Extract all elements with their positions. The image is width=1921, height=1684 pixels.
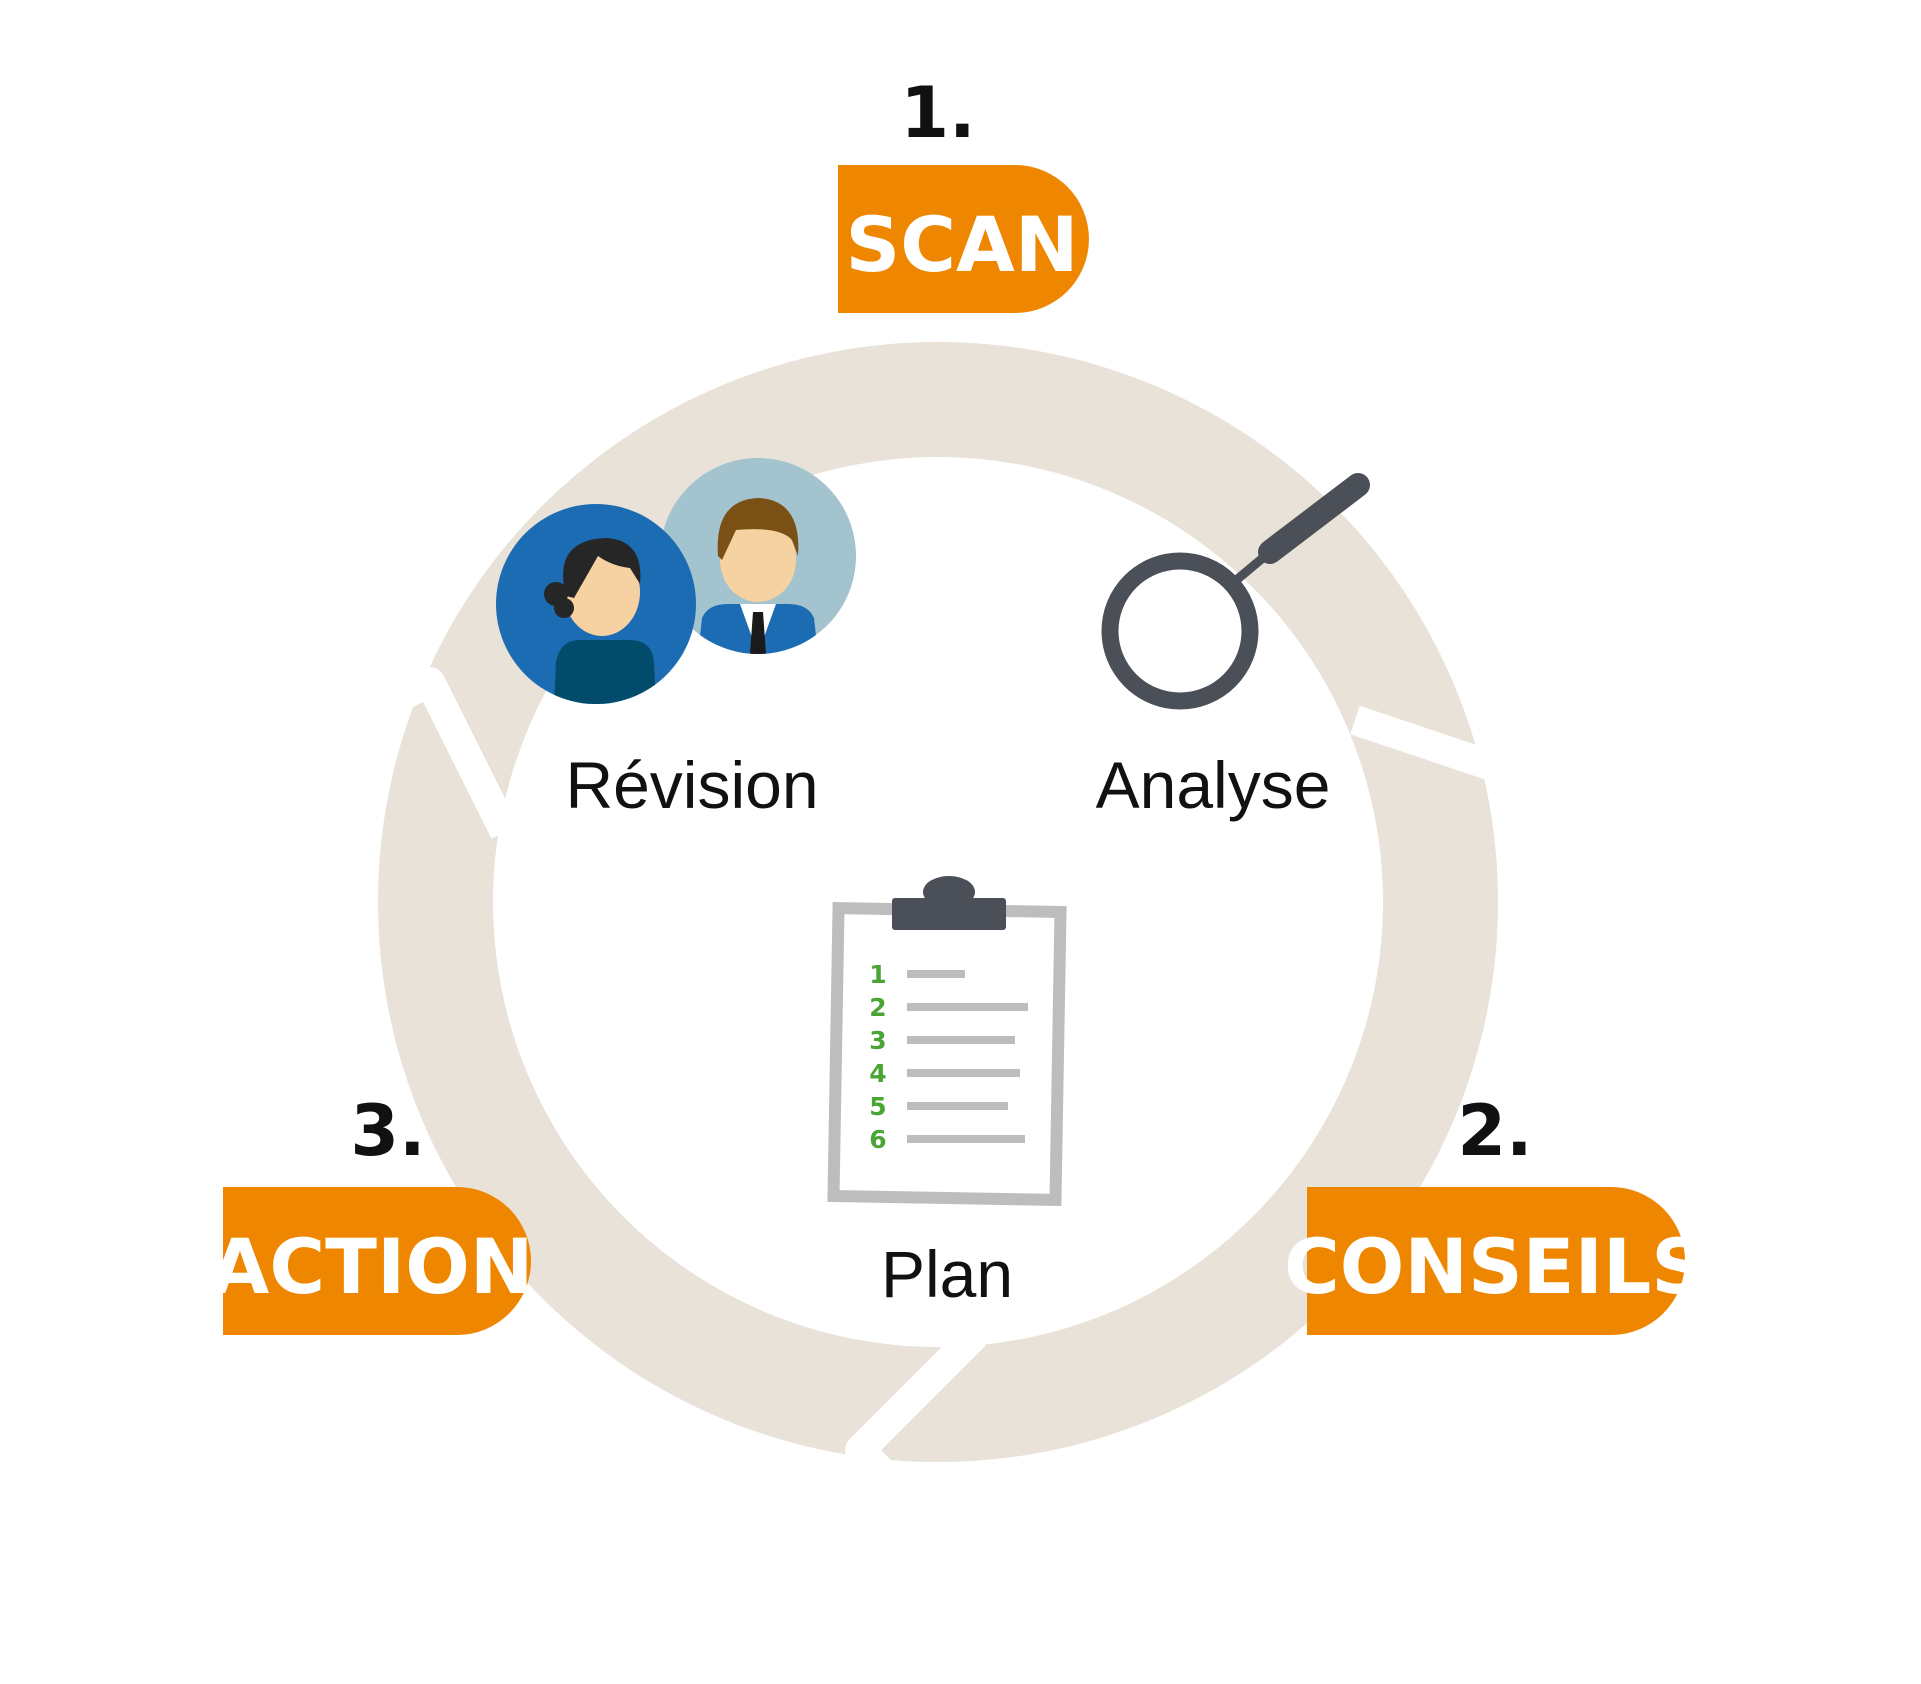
tag-conseils bbox=[1307, 1187, 1685, 1335]
caption-review: Révision bbox=[565, 748, 818, 822]
step-action: 3. ACTION bbox=[211, 1090, 534, 1335]
list-number-5: 5 bbox=[869, 1092, 886, 1121]
ring-separator-right bbox=[1350, 625, 1560, 783]
ring-separator-bottom bbox=[845, 1324, 986, 1579]
list-number-6: 6 bbox=[869, 1125, 886, 1154]
clipboard-list: 1 2 3 4 5 6 bbox=[869, 960, 1028, 1154]
list-number-1: 1 bbox=[869, 960, 886, 989]
tag-scan-label: SCAN bbox=[846, 200, 1079, 289]
man-avatar-icon bbox=[660, 458, 856, 654]
tag-conseils-label: CONSEILS bbox=[1284, 1222, 1706, 1311]
clipboard-checklist-icon: 1 2 3 4 5 6 bbox=[827, 876, 1067, 1207]
tag-action-label: ACTION bbox=[211, 1222, 534, 1311]
tag-scan bbox=[838, 165, 1089, 313]
step-number-3: 3. bbox=[350, 1090, 425, 1172]
step-scan: 1. SCAN bbox=[838, 72, 1089, 313]
step-number-2: 2. bbox=[1457, 1090, 1532, 1172]
step-number-1: 1. bbox=[900, 72, 975, 154]
list-number-4: 4 bbox=[869, 1059, 886, 1088]
list-number-2: 2 bbox=[869, 993, 886, 1022]
ring-separator-left bbox=[273, 667, 519, 839]
tag-action bbox=[223, 1187, 531, 1335]
caption-analysis: Analyse bbox=[1096, 748, 1331, 822]
step-conseils: 2. CONSEILS bbox=[1284, 1090, 1706, 1335]
list-number-3: 3 bbox=[869, 1026, 886, 1055]
caption-plan: Plan bbox=[881, 1237, 1013, 1311]
woman-avatar-icon bbox=[496, 504, 696, 704]
magnifying-glass-icon bbox=[1101, 473, 1370, 710]
two-people-avatars-icon bbox=[496, 458, 856, 704]
